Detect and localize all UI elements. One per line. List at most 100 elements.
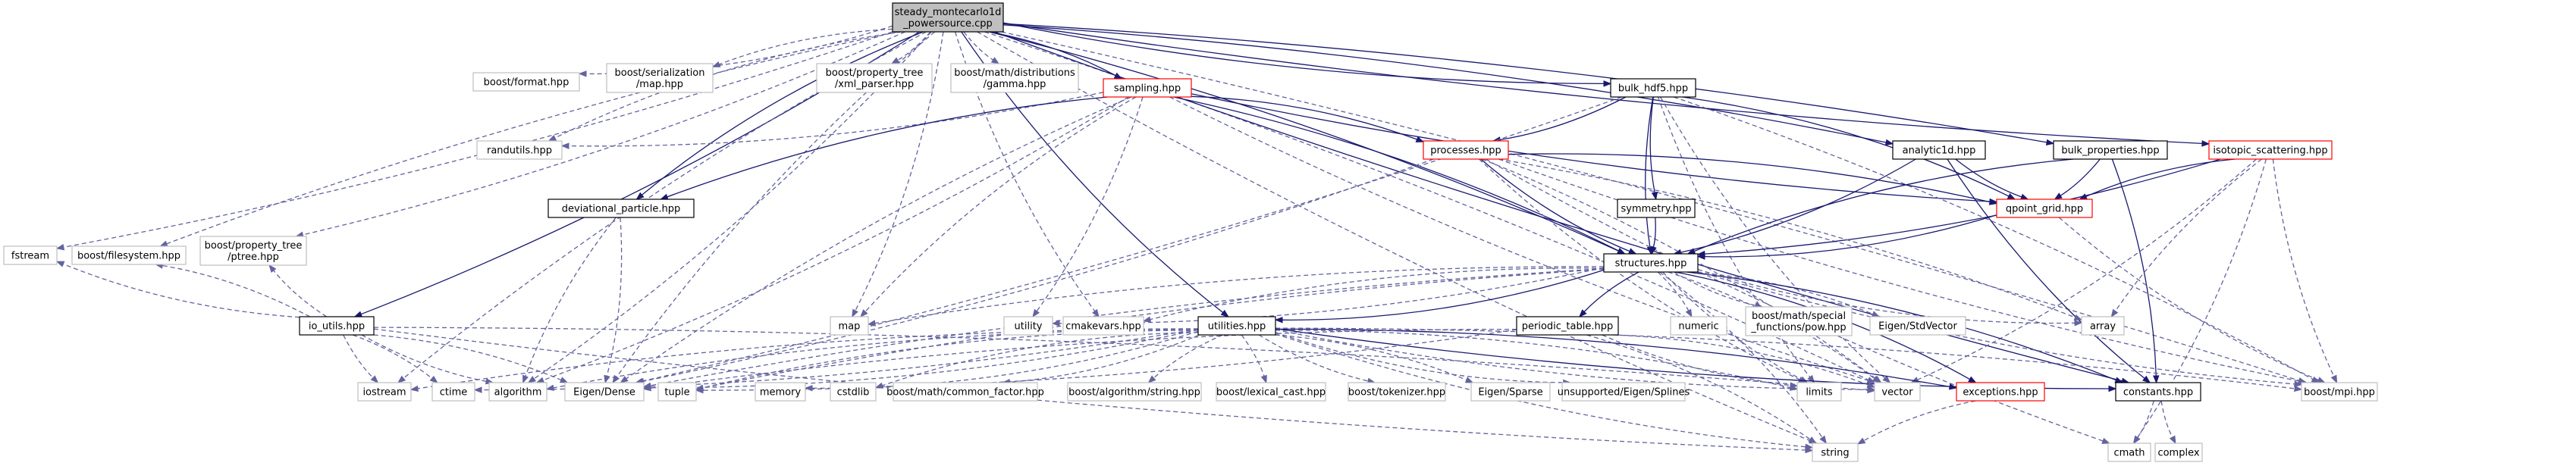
node-box — [1561, 382, 1686, 402]
edge-bulkhdf5-to-processes — [1492, 96, 1627, 143]
node-box — [1516, 316, 1619, 336]
node-box — [2301, 382, 2378, 402]
node-vector: vector — [1874, 382, 1921, 402]
edge-line — [719, 28, 893, 65]
node-box — [830, 316, 869, 336]
edge-qpoint-to-structures — [1696, 214, 1997, 260]
node-processes[interactable]: processes.hpp — [1423, 140, 1509, 160]
edge-line — [864, 96, 1137, 312]
node-box — [1470, 382, 1551, 402]
node-box — [893, 382, 1038, 402]
edge-line — [1275, 330, 1791, 389]
edge-arrowhead — [1988, 199, 1998, 205]
edge-arrowhead — [852, 308, 858, 318]
node-label: periodic_table.hpp — [1522, 321, 1613, 333]
node-label: numeric — [1678, 321, 1718, 333]
edge-arrowhead — [604, 374, 610, 384]
edge-arrowhead — [560, 142, 569, 149]
edge-root-to-map — [852, 31, 944, 318]
node-box — [755, 382, 806, 402]
edge-line — [1682, 96, 2010, 197]
edge-structures-to-periodic — [1578, 271, 1639, 317]
node-root[interactable]: steady_montecarlo1d_powersource.cpp — [892, 2, 1004, 33]
node-bulkprop[interactable]: bulk_properties.hpp — [2053, 140, 2168, 160]
node-analytic[interactable]: analytic1d.hpp — [1892, 140, 1986, 160]
edge-periodic-to-tuple — [695, 329, 1517, 394]
node-box — [1796, 382, 1842, 402]
edge-line — [1275, 328, 2110, 389]
edge-line — [1693, 158, 2074, 252]
node-label: string — [1821, 448, 1849, 459]
edge-arrowhead — [1805, 443, 1814, 450]
node-box — [816, 63, 933, 93]
node-balgo: boost/algorithm/string.hpp — [1067, 382, 1202, 402]
edge-ioutils-to-iostream — [343, 334, 379, 383]
edge-sampling-to-map — [860, 96, 1137, 318]
node-bgamma: boost/math/distributions/gamma.hpp — [950, 63, 1079, 93]
node-structures[interactable]: structures.hpp — [1603, 253, 1699, 273]
node-periodic[interactable]: periodic_table.hpp — [1516, 316, 1619, 336]
edge-line — [1704, 214, 1997, 258]
node-label: bulk_properties.hpp — [2061, 145, 2159, 157]
node-label: limits — [1806, 387, 1833, 399]
edge-line — [554, 31, 902, 139]
edge-bulkhdf5-to-vector — [1660, 96, 1891, 383]
edge-line — [1191, 95, 1417, 140]
node-label: constants.hpp — [2123, 387, 2193, 399]
edge-line — [1645, 96, 1654, 248]
edge-structures-to-array — [1697, 268, 2083, 327]
edge-root-to-bulkprop — [1002, 23, 2055, 146]
node-label: cstdlib — [837, 387, 870, 399]
node-exceptions[interactable]: exceptions.hpp — [1956, 382, 2045, 402]
edge-line — [1282, 269, 1605, 320]
node-utilities[interactable]: utilities.hpp — [1197, 316, 1276, 336]
node-devpart[interactable]: deviational_particle.hpp — [548, 199, 695, 218]
edge-arrowhead — [2073, 314, 2083, 320]
node-box — [548, 199, 695, 218]
edge-arrowhead — [1142, 316, 1152, 323]
edge-exceptions-to-string — [1856, 400, 1976, 445]
node-box — [1216, 382, 1326, 402]
edge-constants-to-complex — [2160, 400, 2176, 445]
node-constants[interactable]: constants.hpp — [2115, 382, 2201, 402]
edge-arrowhead — [2153, 375, 2160, 384]
edge-arrowhead — [695, 386, 704, 394]
edge-line — [1275, 329, 1868, 390]
edge-arrowhead — [559, 377, 569, 383]
node-label: structures.hpp — [1615, 258, 1687, 270]
edge-root-to-bserial — [711, 28, 893, 67]
node-qpoint[interactable]: qpoint_grid.hpp — [1996, 199, 2093, 218]
node-sampling[interactable]: sampling.hpp — [1103, 78, 1192, 98]
edge-arrowhead — [2294, 380, 2303, 387]
node-label: Eigen/Sparse — [1478, 387, 1542, 399]
edge-line — [989, 31, 1619, 252]
node-btoken: boost/tokenizer.hpp — [1348, 382, 1446, 402]
node-box — [1067, 382, 1202, 402]
edge-arrowhead — [159, 240, 168, 247]
edge-line — [568, 92, 1104, 147]
edge-line — [2058, 217, 2319, 381]
edge-line — [963, 31, 993, 61]
node-bptree: boost/property_tree/ptree.hpp — [199, 236, 307, 266]
node-isotopic[interactable]: isotopic_scattering.hpp — [2208, 140, 2333, 160]
node-bulkhdf5[interactable]: bulk_hdf5.hpp — [1610, 78, 1696, 98]
edge-line — [1697, 270, 2295, 385]
edge-line — [1275, 333, 1806, 448]
node-bcommon: boost/math/common_factor.hpp — [886, 382, 1044, 402]
edge-line — [1583, 271, 1639, 312]
node-symmetry[interactable]: symmetry.hpp — [1617, 199, 1696, 218]
edge-line — [702, 268, 1605, 389]
node-box — [71, 245, 187, 265]
node-label: io_utils.hpp — [309, 321, 365, 333]
node-box — [2154, 442, 2203, 462]
edge-arrowhead — [1685, 308, 1693, 318]
node-box — [431, 382, 475, 402]
edge-line — [166, 31, 899, 245]
edge-line — [650, 267, 1605, 386]
node-ioutils[interactable]: io_utils.hpp — [299, 316, 375, 336]
edge-arrowhead — [2101, 437, 2110, 444]
edge-arrowhead — [2054, 192, 2063, 200]
edge-arrowhead — [522, 374, 529, 384]
edge-arrowhead — [1866, 381, 1876, 388]
edge-arrowhead — [2311, 376, 2320, 383]
